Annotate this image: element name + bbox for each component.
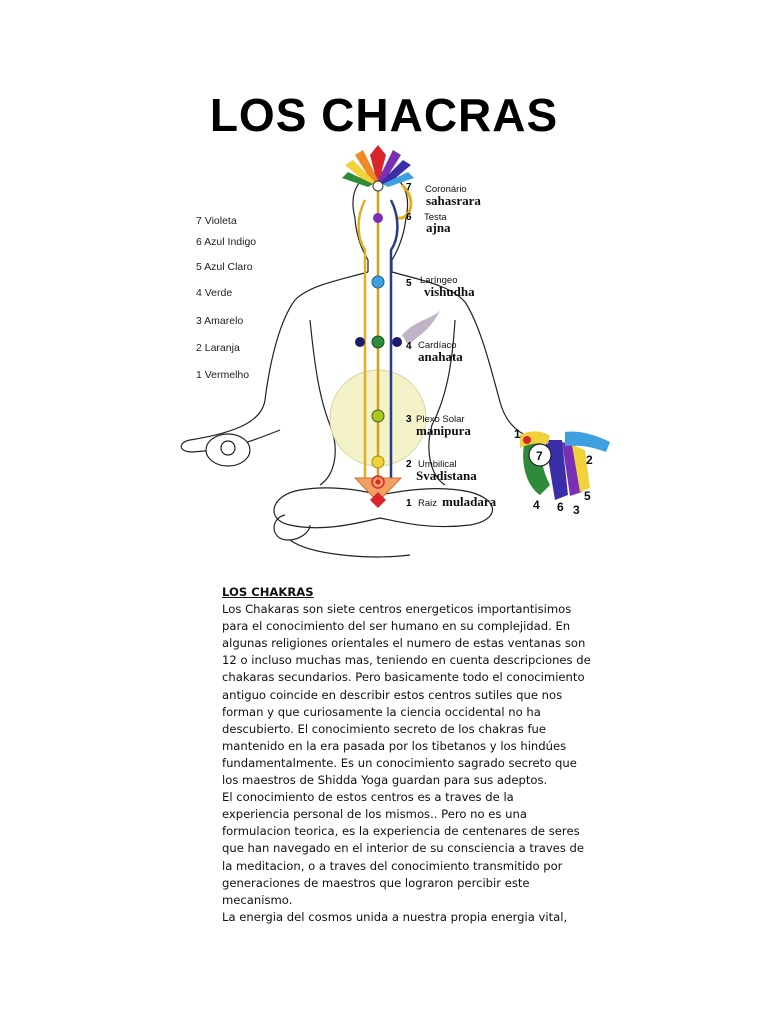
color-label-verde: 4 Verde — [196, 287, 232, 299]
heart-flame-icon — [402, 310, 440, 345]
left-hand-icon — [205, 433, 251, 467]
chakra-number: 2 — [406, 459, 412, 470]
color-label-azul-claro: 5 Azul Claro — [196, 261, 253, 273]
color-label-violeta: 7 Violeta — [196, 215, 237, 227]
chakra-name: Plexo Solar — [416, 414, 465, 425]
chakra-number: 4 — [406, 341, 412, 352]
hand-finger-numbers: 1 7 2 5 4 6 3 — [514, 427, 593, 517]
chakra-points — [353, 180, 403, 508]
chakra-number: 3 — [406, 414, 412, 425]
chakra-number: 1 — [406, 498, 412, 509]
finger-number: 3 — [573, 503, 580, 517]
chakra-number: 6 — [406, 212, 412, 223]
chakra-name: Cardíaco — [418, 340, 457, 351]
article: LOS CHAKRAS Los Chakaras son siete centr… — [222, 584, 594, 926]
chakra-sanskrit: Svadistana — [416, 468, 477, 483]
finger-number: 4 — [533, 498, 540, 512]
lotus-crown-icon — [342, 145, 414, 187]
color-label-amarelo: 3 Amarelo — [196, 315, 243, 327]
chakra-name: Umbilical — [418, 459, 457, 470]
chakra-number: 5 — [406, 278, 412, 289]
chakra-sanskrit: vishudha — [424, 284, 475, 299]
finger-number: 7 — [536, 449, 543, 463]
chakra-figure: 7 Violeta 6 Azul Indigo 5 Azul Claro 4 V… — [170, 140, 610, 565]
article-heading: LOS CHAKRAS — [222, 585, 314, 599]
chakra-sanskrit: muladara — [442, 494, 497, 509]
color-label-azul-indigo: 6 Azul Indigo — [196, 236, 256, 248]
chakra-sanskrit: sahasrara — [426, 193, 481, 208]
color-label-laranja: 2 Laranja — [196, 342, 240, 354]
right-hand-colored-fingers-icon — [520, 431, 610, 500]
chakra-name: Testa — [424, 212, 447, 223]
color-legend-left: 7 Violeta 6 Azul Indigo 5 Azul Claro 4 V… — [196, 215, 256, 381]
page-title: LOS CHACRAS — [209, 89, 559, 141]
chakra-number: 7 — [406, 182, 412, 193]
chakra-name: Raiz — [418, 498, 437, 509]
chakra-sanskrit: anahata — [418, 349, 463, 364]
finger-number: 1 — [514, 427, 521, 441]
color-label-vermelho: 1 Vermelho — [196, 369, 249, 381]
chakra-diagram: 7 Violeta 6 Azul Indigo 5 Azul Claro 4 V… — [180, 145, 610, 558]
chakra-labels-right: 7 Coronário sahasrara 6 Testa ajna 5 Lar… — [406, 182, 497, 509]
chakra-name: Coronário — [425, 184, 467, 195]
energy-channels — [357, 183, 413, 480]
chakra-sanskrit: manipura — [416, 423, 471, 438]
finger-number: 6 — [557, 500, 564, 514]
finger-number: 5 — [584, 489, 591, 503]
article-body: Los Chakaras son siete centros energetic… — [222, 602, 591, 924]
chakra-sanskrit: ajna — [426, 220, 451, 235]
chakra-name: Laríngeo — [420, 275, 458, 286]
finger-number: 2 — [586, 453, 593, 467]
